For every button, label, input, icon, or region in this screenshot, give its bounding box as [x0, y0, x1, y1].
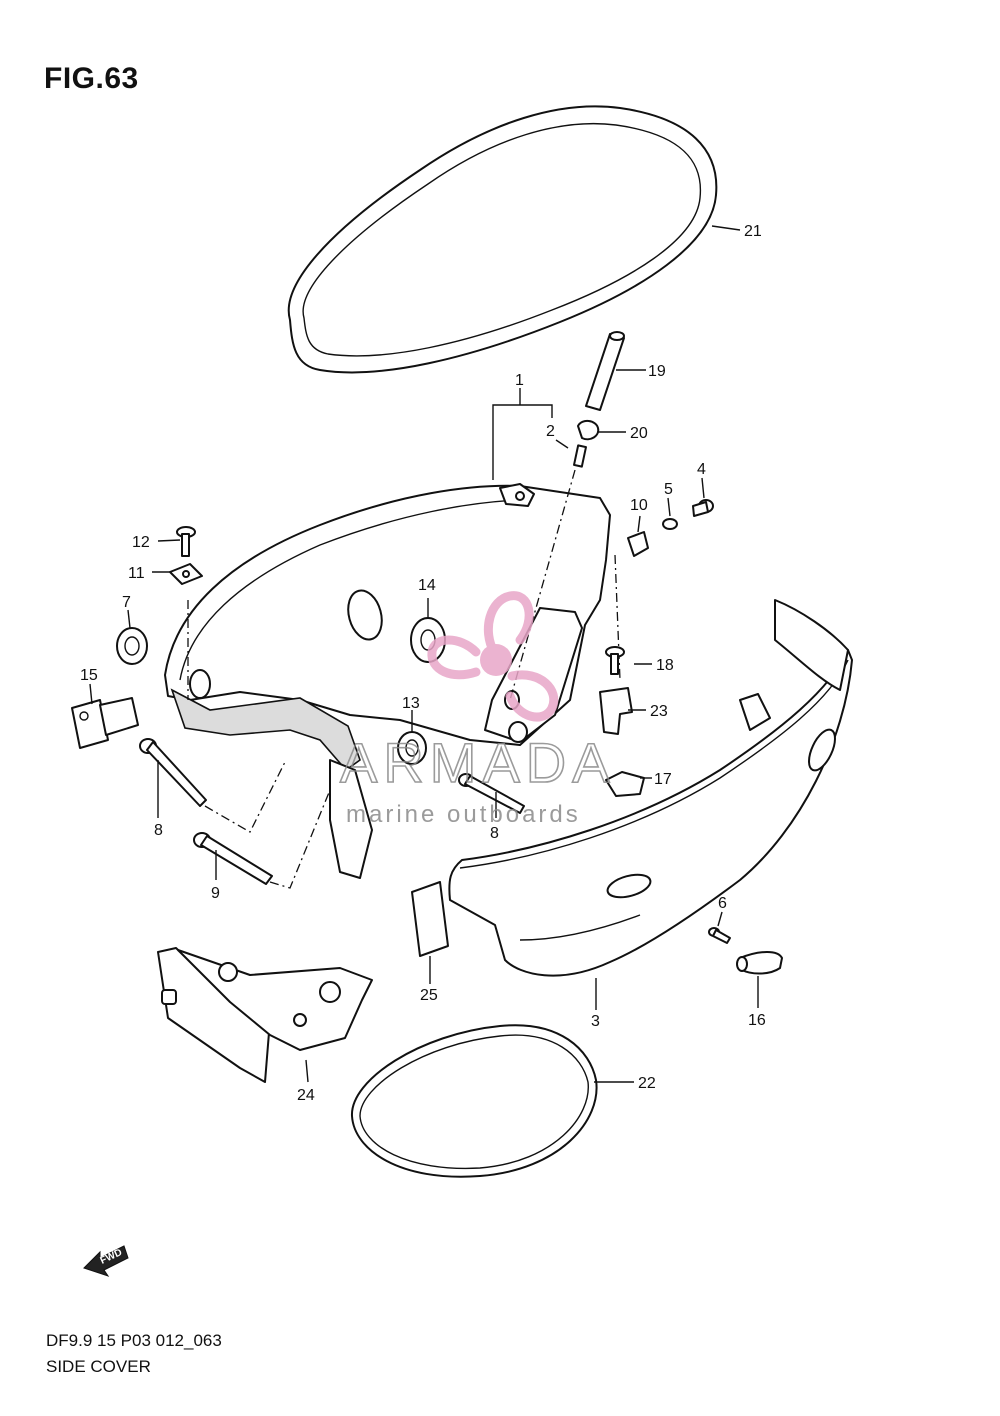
callout-5[interactable]: 5 — [664, 481, 673, 498]
part-19-rod[interactable] — [585, 331, 625, 411]
part-25-pad[interactable] — [411, 881, 449, 957]
callout-1[interactable]: 1 — [515, 372, 524, 389]
part-4-screw[interactable] — [692, 499, 714, 517]
callout-9[interactable]: 9 — [211, 885, 220, 902]
part-3-side-cover-right[interactable] — [448, 599, 853, 977]
part-22-bottom-seal[interactable] — [350, 1024, 598, 1178]
watermark-tagline: marine outboards — [346, 801, 581, 828]
diagram-code: DF9.9 15 P03 012_063 — [46, 1331, 222, 1350]
callout-12[interactable]: 12 — [132, 534, 150, 551]
callout-15[interactable]: 15 — [80, 667, 98, 684]
alignment-lines — [187, 469, 621, 889]
callout-18[interactable]: 18 — [656, 657, 674, 674]
part-1-side-cover-left[interactable] — [164, 483, 611, 879]
callout-8-right[interactable]: 8 — [490, 825, 499, 842]
callout-1-bracket — [492, 388, 553, 480]
callout-16[interactable]: 16 — [748, 1012, 766, 1029]
callout-22[interactable]: 22 — [638, 1075, 656, 1092]
callout-11[interactable]: 11 — [128, 565, 145, 582]
figure-title: FIG.63 — [44, 62, 139, 95]
callout-8-left[interactable]: 8 — [154, 822, 163, 839]
part-10-clip[interactable] — [627, 531, 649, 557]
part-9-bolt[interactable] — [193, 832, 273, 885]
part-20-clip[interactable] — [577, 420, 600, 441]
propeller-hub-icon — [480, 644, 512, 676]
callout-25[interactable]: 25 — [420, 987, 438, 1004]
callout-6[interactable]: 6 — [718, 895, 727, 912]
propeller-logo-icon — [427, 591, 559, 722]
callout-4[interactable]: 4 — [697, 461, 706, 478]
part-18-screw[interactable] — [605, 646, 625, 675]
diagram-name: SIDE COVER — [46, 1357, 151, 1376]
part-11-nut-plate[interactable] — [169, 563, 203, 585]
part-23-bracket[interactable] — [599, 687, 633, 735]
part-7-bush[interactable] — [116, 627, 148, 665]
callout-23[interactable]: 23 — [650, 703, 668, 720]
callout-2[interactable]: 2 — [546, 423, 555, 440]
part-5-washer[interactable] — [662, 518, 678, 530]
callout-10[interactable]: 10 — [630, 497, 648, 514]
part-6-screw[interactable] — [708, 927, 731, 944]
part-16-plug[interactable] — [736, 951, 783, 975]
fwd-arrow-icon: FWD — [83, 1245, 129, 1277]
callout-24[interactable]: 24 — [297, 1087, 315, 1104]
callout-14[interactable]: 14 — [418, 577, 436, 594]
callout-labels: 21 19 1 2 20 4 5 10 12 11 7 14 15 18 13 … — [80, 223, 766, 1104]
part-15-lock[interactable] — [71, 697, 139, 749]
callout-21[interactable]: 21 — [744, 223, 762, 240]
leader-lines — [89, 225, 759, 1083]
watermark-logo: ARMADA marine outboards — [339, 591, 616, 828]
part-12-screw[interactable] — [176, 526, 196, 557]
part-24-bracket[interactable] — [157, 947, 373, 1083]
part-17-nut[interactable] — [605, 771, 645, 797]
callout-7[interactable]: 7 — [122, 594, 131, 611]
part-21-top-seal[interactable] — [287, 105, 718, 374]
part-8-bolt-left[interactable] — [139, 738, 207, 807]
callout-13[interactable]: 13 — [402, 695, 420, 712]
callout-3[interactable]: 3 — [591, 1013, 600, 1030]
part-2-stud[interactable] — [573, 444, 587, 468]
callout-19[interactable]: 19 — [648, 363, 666, 380]
callout-17[interactable]: 17 — [654, 771, 672, 788]
callout-20[interactable]: 20 — [630, 425, 648, 442]
part-8-bolt-right[interactable] — [458, 773, 525, 814]
watermark-brand: ARMADA — [340, 731, 616, 794]
